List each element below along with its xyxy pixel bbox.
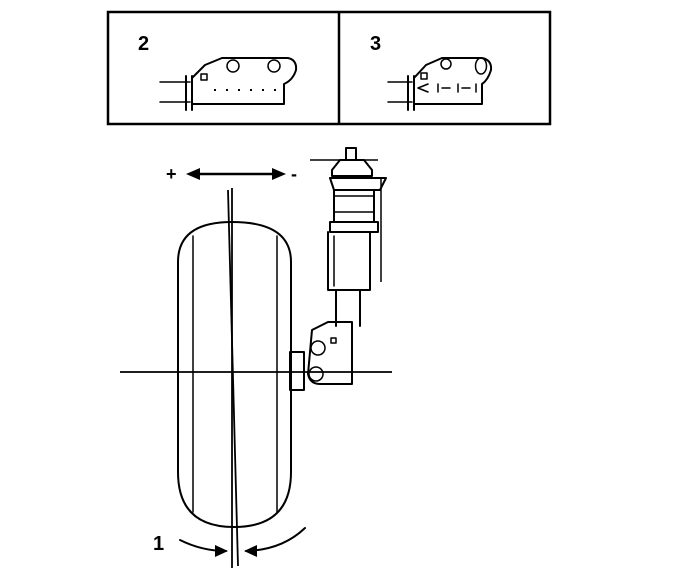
strut-assembly — [289, 147, 387, 391]
adjustment-arrow: + - — [166, 164, 297, 184]
wheel — [120, 188, 392, 568]
wheel-tilt-line — [227, 189, 239, 567]
inset-frame — [106, 10, 552, 126]
camber-angle-indicator: 1 — [153, 527, 306, 557]
plus-sign: + — [166, 164, 177, 184]
tire-sidewall-lines — [192, 235, 278, 513]
minus-sign: - — [291, 164, 297, 184]
inset-left-label: 2 — [138, 33, 149, 55]
knuckle-bracket — [307, 321, 353, 385]
inset-panels: 2 3 — [106, 10, 552, 126]
angle-label: 1 — [153, 533, 164, 555]
inset-right-label: 3 — [370, 33, 381, 55]
bracket-right-illustration — [387, 57, 493, 111]
tire-outline — [177, 221, 292, 528]
bracket-left-illustration — [159, 57, 298, 111]
